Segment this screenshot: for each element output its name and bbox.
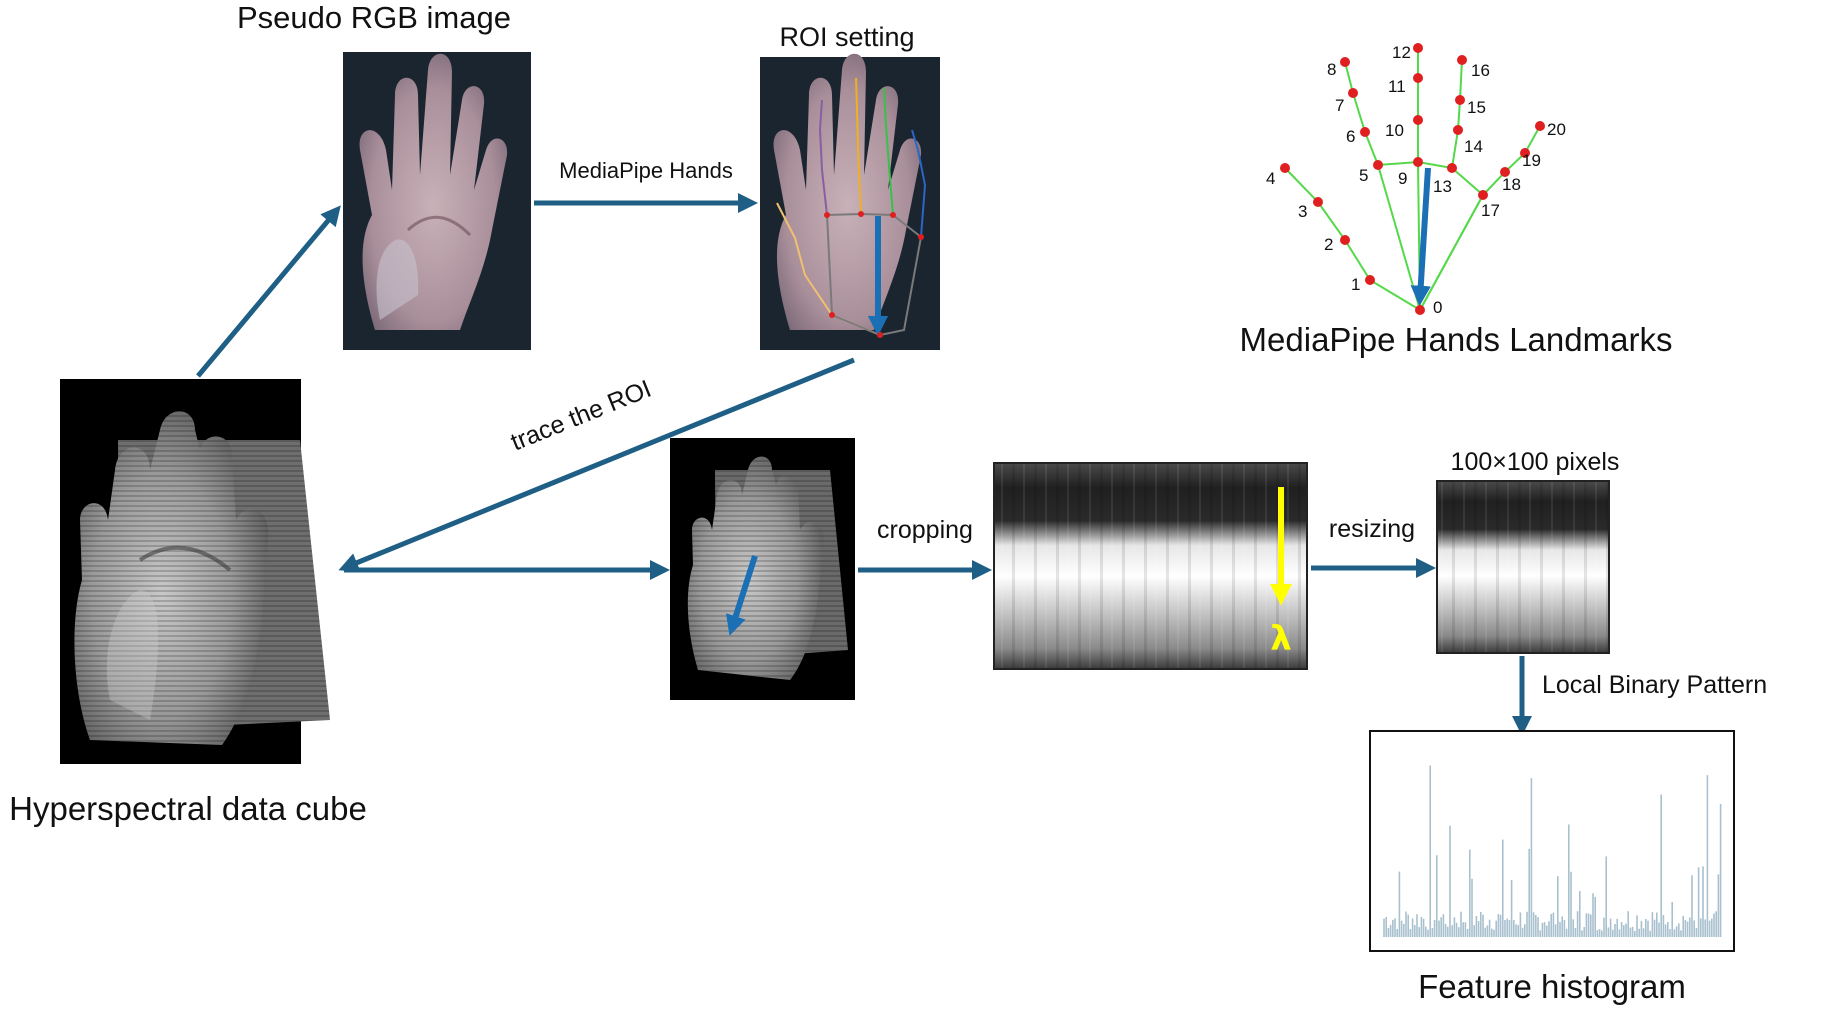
resizing-label: resizing <box>1329 515 1415 543</box>
roi-setting-title: ROI setting <box>779 22 914 52</box>
lbp-label: Local Binary Pattern <box>1542 671 1767 699</box>
landmark-number: 11 <box>1388 77 1406 96</box>
mediapipe-hands-label: MediaPipe Hands <box>559 158 733 183</box>
landmark-number: 14 <box>1464 137 1483 156</box>
hyperspectral-label: Hyperspectral data cube <box>9 790 367 827</box>
landmark-number: 0 <box>1433 298 1442 317</box>
feature-histogram-panel <box>1369 730 1735 952</box>
hyperspectral-cube-image <box>60 379 330 764</box>
roi-setting-image <box>760 53 940 350</box>
landmarks-title: MediaPipe Hands Landmarks <box>1240 321 1673 358</box>
resized-size-label: 100×100 pixels <box>1451 448 1620 476</box>
landmark-number: 20 <box>1547 120 1566 139</box>
landmark-number: 8 <box>1327 60 1336 79</box>
landmark-number: 18 <box>1502 175 1521 194</box>
resized-roi-image <box>1436 480 1610 654</box>
landmark-number: 15 <box>1467 98 1486 117</box>
landmark-number: 10 <box>1385 121 1404 140</box>
landmark-number: 16 <box>1471 61 1490 80</box>
trace-roi-label: trace the ROI <box>507 375 655 457</box>
pseudo-rgb-image <box>343 52 531 350</box>
cropping-label: cropping <box>877 516 973 544</box>
landmark-number: 17 <box>1481 201 1500 220</box>
landmark-number: 1 <box>1351 275 1360 294</box>
landmark-number: 5 <box>1359 166 1368 185</box>
landmark-number: 9 <box>1398 169 1407 188</box>
roi-cube-image <box>670 438 855 700</box>
feature-histogram-label: Feature histogram <box>1418 968 1686 1005</box>
cube-to-rgb-arrow <box>196 205 341 378</box>
landmark-number: 12 <box>1392 43 1411 62</box>
histogram-bars <box>1383 765 1722 937</box>
pseudo-rgb-title: Pseudo RGB image <box>237 0 511 35</box>
landmark-number: 2 <box>1324 235 1333 254</box>
landmark-number: 7 <box>1335 96 1344 115</box>
hand-landmarks-diagram: 0 1 2 3 4 5 6 7 8 9 10 11 12 13 14 15 16… <box>1266 43 1566 317</box>
landmark-number: 13 <box>1433 177 1452 196</box>
landmark-number: 3 <box>1298 202 1307 221</box>
lambda-symbol: λ <box>1270 619 1292 659</box>
cropped-roi-image: λ <box>993 462 1308 670</box>
landmark-number: 6 <box>1346 127 1355 146</box>
trace-roi-arrow <box>338 357 855 572</box>
landmark-number: 4 <box>1266 169 1275 188</box>
landmark-number: 19 <box>1522 151 1541 170</box>
